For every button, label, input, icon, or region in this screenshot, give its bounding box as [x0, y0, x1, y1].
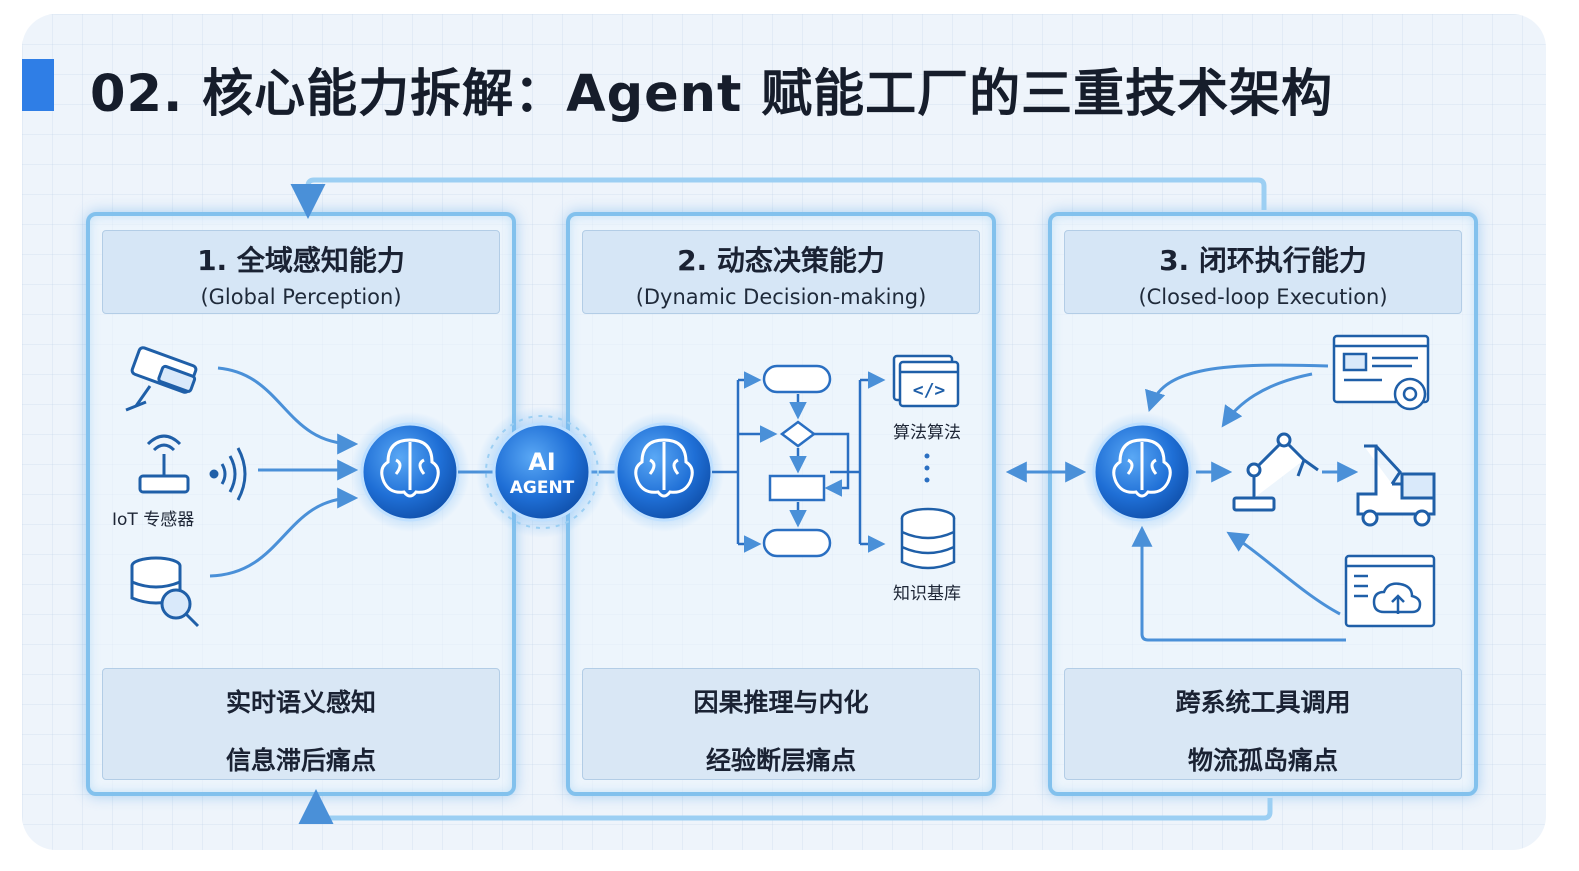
panel-header: 1. 全域感知能力 (Global Perception)	[102, 230, 500, 314]
algorithm-label: 算法算法	[893, 423, 961, 443]
panel-footer: 跨系统工具调用 物流孤岛痛点	[1064, 668, 1462, 780]
pain-point-label: 物流孤岛痛点	[1187, 746, 1338, 775]
feedback-loop-top	[290, 177, 1267, 219]
panel-title: 3. 闭环执行能力	[1159, 244, 1367, 277]
feedback-loop-bottom	[298, 789, 1273, 824]
panel-subtitle: (Closed-loop Execution)	[1138, 285, 1388, 309]
panel-header: 2. 动态决策能力 (Dynamic Decision-making)	[582, 230, 980, 314]
brain-icon	[1082, 412, 1202, 532]
dashboard-gear-icon	[1332, 334, 1430, 411]
panel-footer: 因果推理与内化 经验断层痛点	[582, 668, 980, 780]
panel-header: 3. 闭环执行能力 (Closed-loop Execution)	[1064, 230, 1462, 314]
pain-point-label: 信息滞后痛点	[225, 746, 376, 775]
code-window-icon: </>	[892, 354, 960, 408]
signal-icon	[209, 447, 247, 501]
brain-icon	[350, 412, 470, 532]
ellipsis-dots	[924, 453, 930, 483]
page-title: 02. 核心能力拆解：Agent 赋能工厂的三重技术架构	[90, 65, 1334, 124]
ai-label: AI	[528, 448, 556, 476]
capability-label: 实时语义感知	[225, 688, 376, 717]
knowledge-base-label: 知识基库	[893, 584, 961, 604]
architecture-diagram: IoT 专感器 AI AGENT	[112, 177, 1436, 824]
ai-agent-badge: AI AGENT	[476, 406, 608, 538]
slide-canvas: 02. 核心能力拆解：Agent 赋能工厂的三重技术架构 1. 全域感知能力 (…	[22, 14, 1546, 850]
database-icon	[900, 507, 956, 570]
iot-label: IoT 专感器	[112, 510, 194, 530]
forklift-truck-icon	[1356, 444, 1436, 527]
code-icon-glyph: </>	[913, 380, 946, 401]
flowchart-icon	[712, 364, 886, 558]
database-search-icon	[130, 556, 200, 628]
capability-label: 跨系统工具调用	[1175, 688, 1351, 717]
agent-label: AGENT	[510, 478, 575, 498]
panel-title: 1. 全域感知能力	[197, 244, 405, 277]
robot-arm-icon	[1232, 432, 1319, 512]
panel-subtitle: (Global Perception)	[200, 285, 402, 309]
pain-point-label: 经验断层痛点	[705, 746, 856, 775]
panel-subtitle: (Dynamic Decision-making)	[635, 285, 927, 309]
title-accent-bar	[22, 59, 54, 111]
panel-footer: 实时语义感知 信息滞后痛点	[102, 668, 500, 780]
cloud-upload-icon	[1344, 554, 1436, 628]
router-icon	[138, 434, 190, 494]
panel-title: 2. 动态决策能力	[677, 244, 885, 277]
brain-icon	[604, 412, 724, 532]
camera-icon	[125, 346, 198, 412]
capability-label: 因果推理与内化	[693, 688, 869, 717]
